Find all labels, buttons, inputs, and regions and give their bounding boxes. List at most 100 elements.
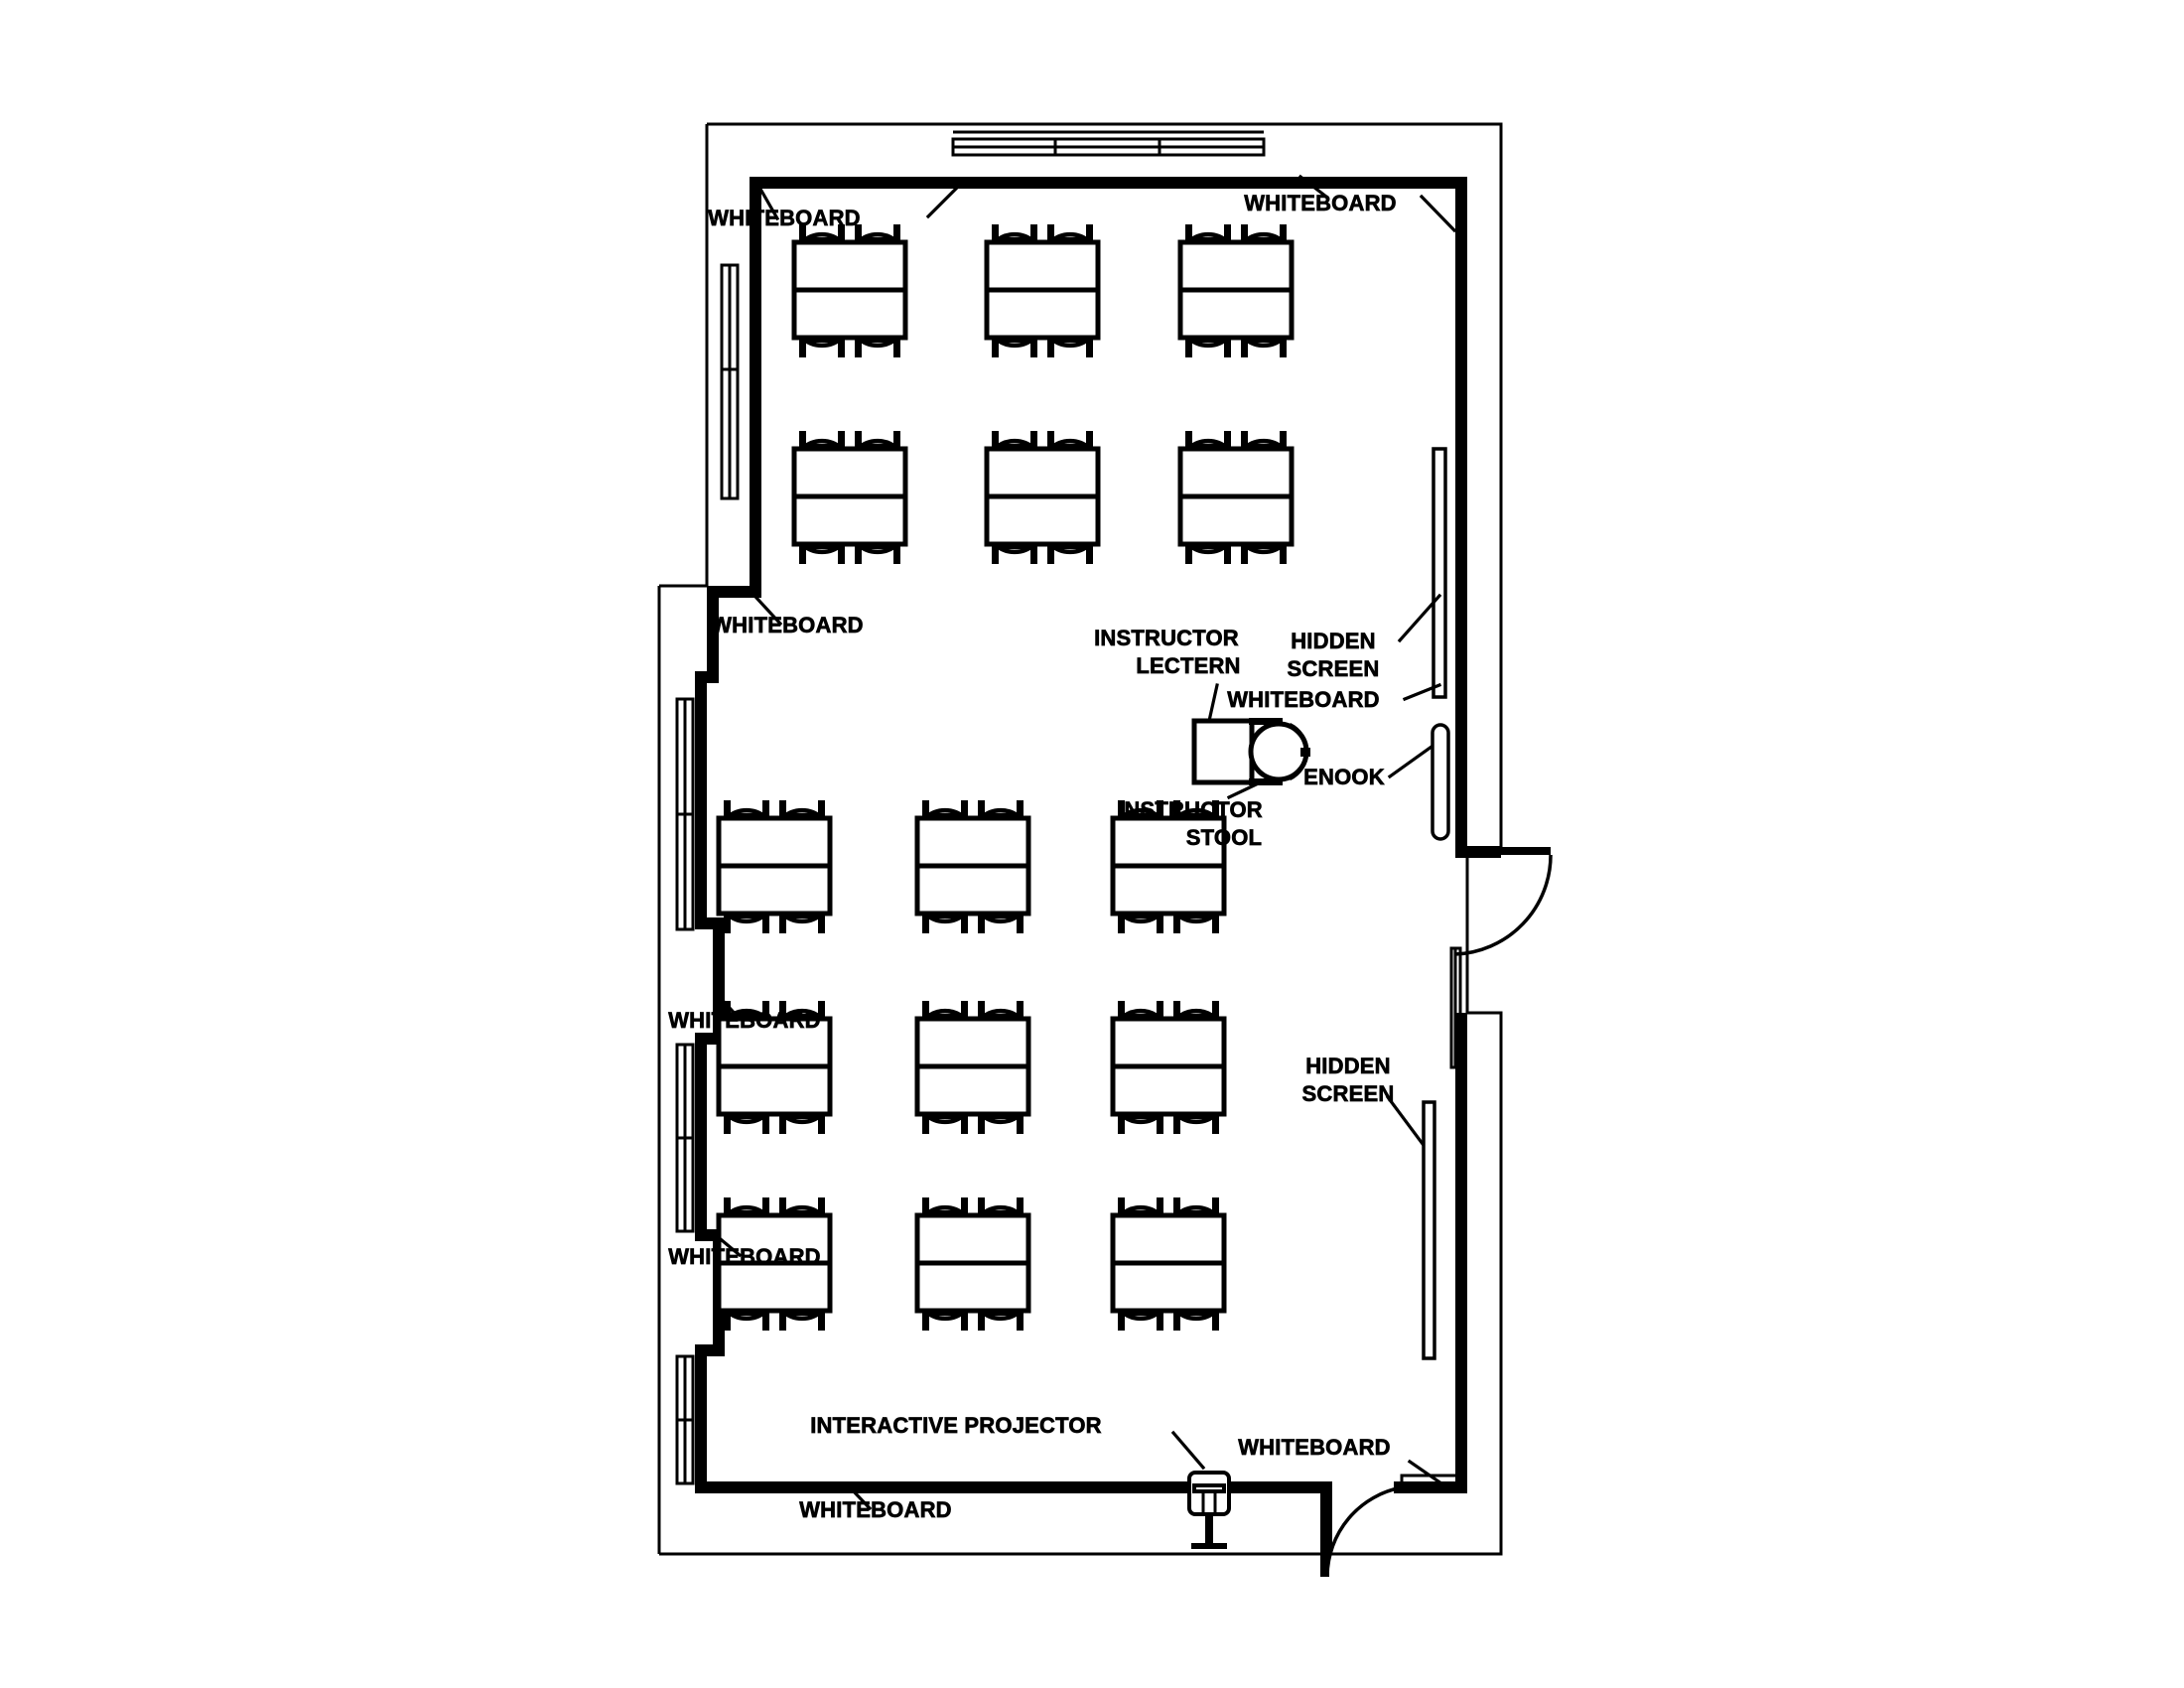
- annotation-stool: INSTRUCTOR: [1118, 797, 1263, 822]
- chair: [1173, 800, 1219, 820]
- table: [984, 239, 1101, 293]
- window-top: [951, 130, 1266, 157]
- chair: [799, 224, 845, 244]
- annotation-wb-top-left: WHITEBOARD: [708, 206, 861, 230]
- chair: [978, 912, 1024, 933]
- annotation-projector: INTERACTIVE PROJECTOR: [810, 1413, 1102, 1438]
- table: [914, 1260, 1031, 1314]
- annotation-hidden-screen-2b: SCREEN: [1302, 1081, 1395, 1106]
- annotation-stool2: STOOL: [1186, 825, 1262, 850]
- annotation-lectern2: LECTERN: [1136, 653, 1240, 678]
- chair: [779, 1309, 825, 1331]
- chair: [922, 912, 968, 933]
- table: [914, 1063, 1031, 1117]
- chair: [724, 1112, 769, 1134]
- table: [1110, 1260, 1227, 1314]
- chair: [779, 800, 825, 820]
- chair: [724, 1309, 769, 1331]
- table-group: [791, 224, 908, 357]
- annotation-wb-upper-left: WHITEBOARD: [711, 613, 864, 637]
- chair: [1118, 1112, 1163, 1134]
- chair: [855, 224, 900, 244]
- chair: [1118, 912, 1163, 933]
- chair: [1118, 1001, 1163, 1021]
- table-group: [914, 1197, 1031, 1331]
- table-group: [1110, 800, 1227, 933]
- chair: [978, 1112, 1024, 1134]
- table: [1177, 239, 1295, 293]
- annotation-hidden-screen-2: HIDDEN: [1305, 1054, 1391, 1078]
- annotation-wb-bottom: WHITEBOARD: [799, 1497, 952, 1522]
- chair: [779, 1001, 825, 1021]
- table: [716, 815, 833, 869]
- hidden-screens: [1422, 447, 1447, 1360]
- doors: [1320, 847, 1553, 1577]
- chair: [724, 1001, 769, 1021]
- table: [716, 863, 833, 916]
- leader-lines: [713, 174, 1457, 1511]
- table: [914, 1016, 1031, 1069]
- chair: [978, 1197, 1024, 1217]
- chair: [992, 431, 1037, 451]
- table: [791, 239, 908, 293]
- annotation-wb-left-low: WHITEBOARD: [668, 1244, 821, 1269]
- chair: [1118, 1197, 1163, 1217]
- table-groups: [716, 224, 1295, 1331]
- table-group: [1110, 1197, 1227, 1331]
- table: [716, 1260, 833, 1314]
- table-group: [1110, 1001, 1227, 1134]
- chair: [1047, 542, 1093, 564]
- annotation-hidden-screen-1: HIDDEN: [1291, 629, 1376, 653]
- table: [984, 287, 1101, 341]
- table: [1110, 815, 1227, 869]
- window-left-lower: [675, 1043, 695, 1233]
- chair: [724, 800, 769, 820]
- table: [716, 1016, 833, 1069]
- annotation-wb-mid-right: WHITEBOARD: [1227, 687, 1380, 712]
- chair: [855, 542, 900, 564]
- enook: [1431, 723, 1450, 841]
- annotation-enook: ENOOK: [1303, 765, 1385, 789]
- chair: [779, 1112, 825, 1134]
- interactive-projector: [1187, 1471, 1231, 1549]
- chair: [1047, 224, 1093, 244]
- table: [1177, 493, 1295, 547]
- chair: [992, 224, 1037, 244]
- table: [791, 493, 908, 547]
- chair: [1185, 336, 1231, 357]
- chair: [978, 1001, 1024, 1021]
- chair: [992, 542, 1037, 564]
- chair: [1173, 1197, 1219, 1217]
- chair: [1241, 431, 1287, 451]
- chair: [1241, 224, 1287, 244]
- annotation-wb-bottom-right: WHITEBOARD: [1238, 1435, 1391, 1460]
- window-left-bottom: [675, 1354, 695, 1485]
- chair: [1118, 1309, 1163, 1331]
- chair: [922, 1309, 968, 1331]
- chair: [922, 1197, 968, 1217]
- door-right[interactable]: [1449, 847, 1553, 1069]
- room-perimeter-walls: [695, 177, 1501, 1554]
- chair: [1047, 336, 1093, 357]
- table: [1177, 446, 1295, 499]
- chair: [799, 431, 845, 451]
- chair: [992, 336, 1037, 357]
- table-group: [914, 1001, 1031, 1134]
- table: [914, 815, 1031, 869]
- table: [791, 287, 908, 341]
- annotation-lectern: INSTRUCTOR: [1094, 626, 1239, 650]
- chair: [1241, 336, 1287, 357]
- chair: [1173, 1112, 1219, 1134]
- table-group: [716, 1001, 833, 1134]
- chair: [1185, 224, 1231, 244]
- table: [914, 1212, 1031, 1266]
- table: [1110, 1063, 1227, 1117]
- chair: [779, 912, 825, 933]
- chair: [1173, 1309, 1219, 1331]
- table-group: [984, 224, 1101, 357]
- window-left-mid: [675, 697, 695, 931]
- building-outline: [657, 122, 1503, 1556]
- window-left-upper: [720, 263, 740, 500]
